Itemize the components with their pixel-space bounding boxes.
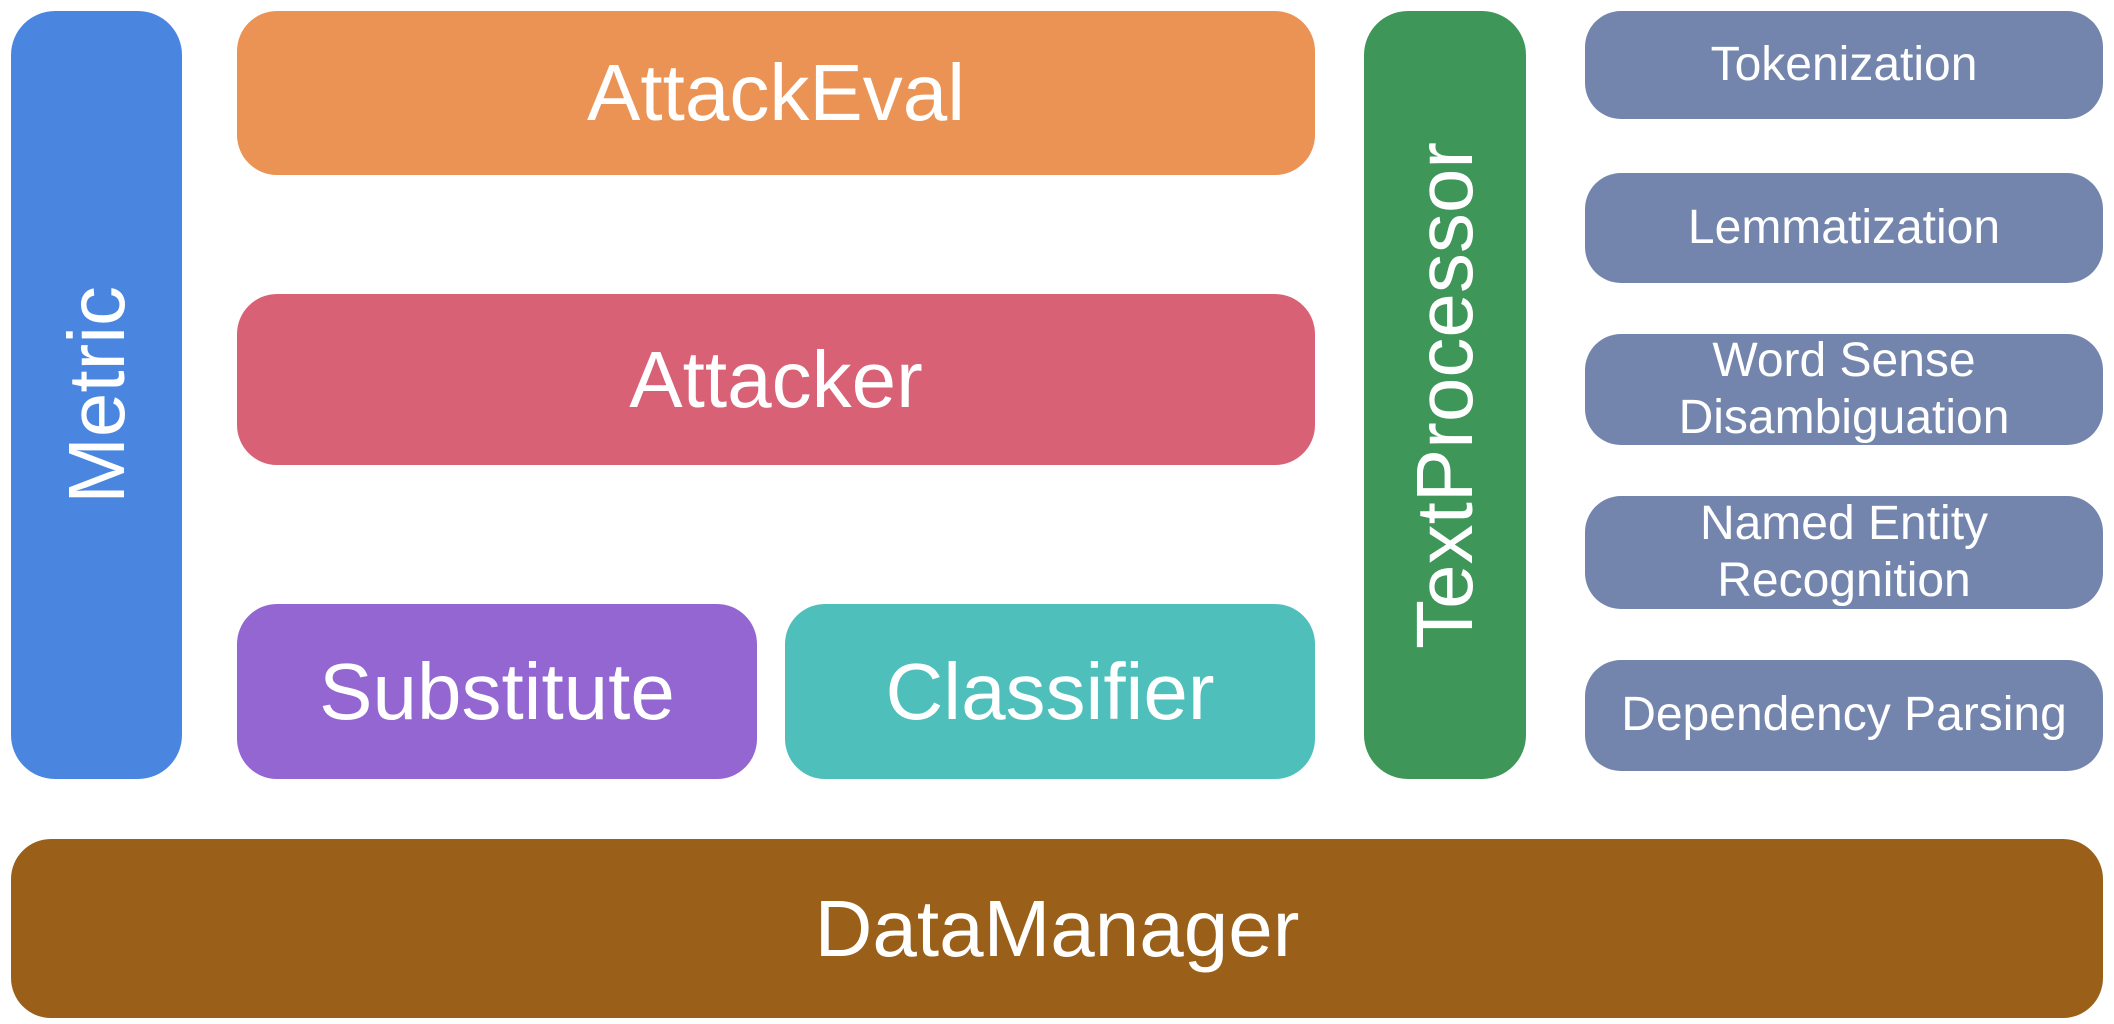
nlp-task-dependency-parsing-label: Dependency Parsing <box>1621 688 2067 742</box>
nlp-task-dependency-parsing: Dependency Parsing <box>1585 660 2103 771</box>
classifier-label: Classifier <box>885 646 1215 736</box>
attacker-block: Attacker <box>237 294 1315 465</box>
nlp-task-lemmatization-label: Lemmatization <box>1687 200 2001 254</box>
nlp-task-word-sense-disambiguation-label: Word Sense Disambiguation <box>1678 333 2010 444</box>
attacker-label: Attacker <box>629 334 923 424</box>
substitute-block: Substitute <box>237 604 757 779</box>
datamanager-block: DataManager <box>11 839 2103 1018</box>
attackeval-block: AttackEval <box>237 11 1315 175</box>
datamanager-label: DataManager <box>814 883 1300 973</box>
nlp-task-tokenization-label: Tokenization <box>1710 37 1978 91</box>
attackeval-label: AttackEval <box>587 48 965 137</box>
nlp-task-named-entity-recognition: Named Entity Recognition <box>1585 496 2103 609</box>
metric-block: Metric <box>11 11 182 779</box>
metric-label: Metric <box>51 286 141 504</box>
textprocessor-label: TextProcessor <box>1400 141 1489 649</box>
nlp-task-lemmatization: Lemmatization <box>1585 173 2103 283</box>
nlp-task-named-entity-recognition-label: Named Entity Recognition <box>1699 496 1989 607</box>
nlp-task-word-sense-disambiguation: Word Sense Disambiguation <box>1585 334 2103 445</box>
textprocessor-block: TextProcessor <box>1364 11 1526 779</box>
nlp-task-tokenization: Tokenization <box>1585 11 2103 119</box>
classifier-block: Classifier <box>785 604 1315 779</box>
substitute-label: Substitute <box>319 646 675 736</box>
